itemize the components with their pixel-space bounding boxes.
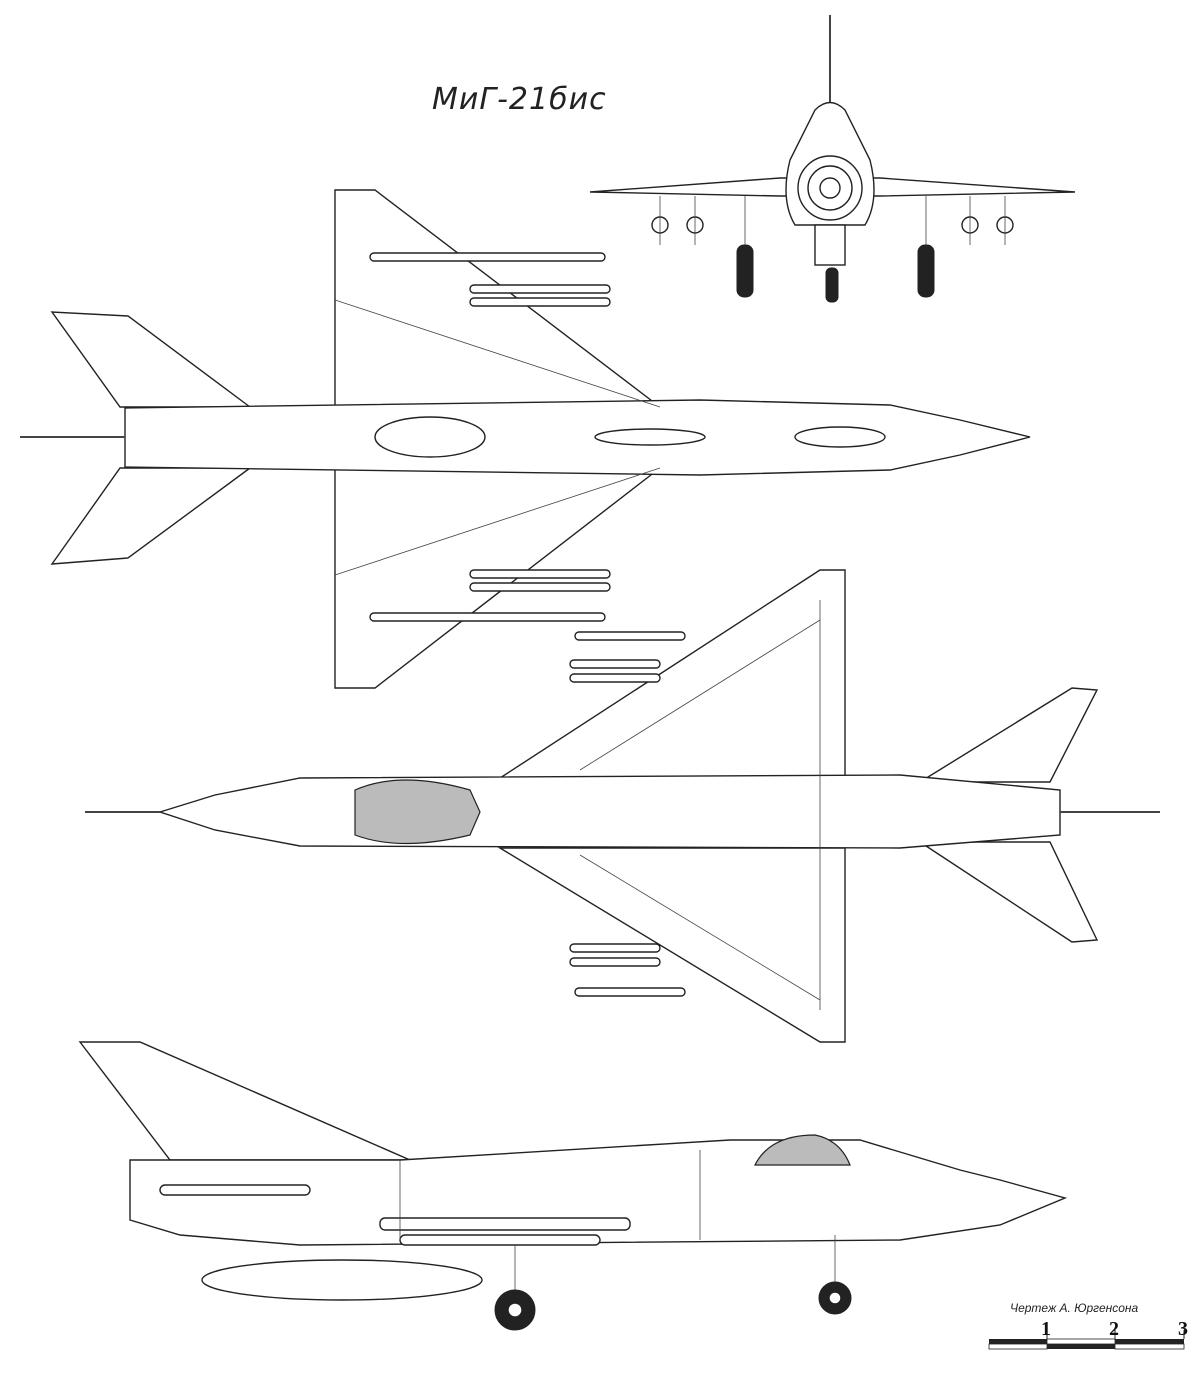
scale-label-1: 1 <box>1041 1318 1051 1340</box>
drawing-credit: Чертеж А. Юргенсона <box>1010 1301 1139 1315</box>
scale-label-2: 2 <box>1109 1318 1119 1340</box>
scale-bar <box>988 1330 1185 1350</box>
missiles-top <box>369 252 611 622</box>
side-view <box>78 1041 1068 1331</box>
missiles-bottom <box>569 631 686 997</box>
drawing-title: МиГ-21бис <box>432 82 607 117</box>
top-view <box>20 189 1031 689</box>
front-view <box>589 15 1076 303</box>
bottom-view <box>85 569 1160 1043</box>
scale-label-3: 3 <box>1178 1318 1188 1340</box>
